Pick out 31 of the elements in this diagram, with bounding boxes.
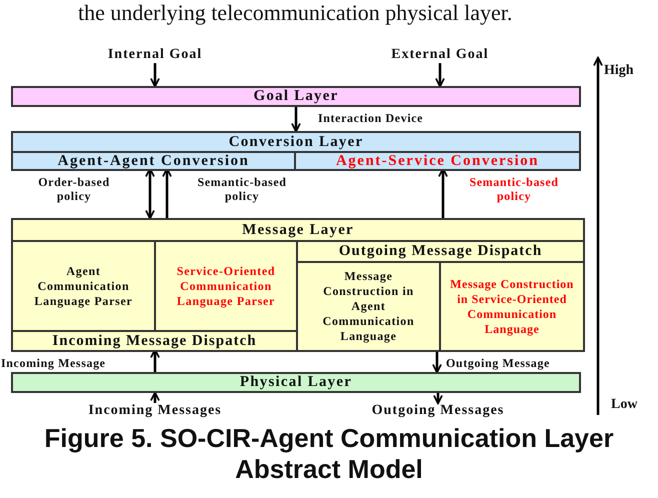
module-box: Message Construction in Service-Oriented Communication Language	[441, 261, 583, 350]
arrow	[291, 107, 301, 132]
layer-title: Conversion Layer	[228, 133, 364, 151]
edge-label: Outgoing Message	[446, 356, 550, 370]
arrow	[150, 63, 160, 88]
module-box: Service-Oriented Communication Language Parser	[156, 240, 298, 330]
conversion-box: Agent-Service Conversion	[296, 151, 579, 169]
edge-label: Incoming Message	[1, 356, 106, 370]
edge-label: Interaction Device	[318, 111, 424, 126]
conversion-box: Agent-Agent Conversion	[13, 151, 296, 169]
goal-label: Internal Goal	[108, 47, 202, 64]
message-label: Incoming Messages	[88, 403, 222, 420]
dispatch-box: Incoming Message Dispatch	[13, 330, 298, 350]
axis-label: Low	[611, 397, 638, 414]
module-box: Agent Communication Language Parser	[13, 240, 156, 330]
layer-box	[11, 218, 585, 352]
layer-box	[11, 131, 581, 171]
layer-box: Physical Layer	[11, 372, 581, 393]
axis-label: High	[604, 63, 634, 80]
arrow	[435, 63, 445, 88]
arrow	[433, 393, 443, 404]
arrow	[150, 392, 160, 403]
layer-title: Message Layer	[242, 221, 354, 240]
goal-label: External Goal	[391, 47, 489, 64]
arrow	[432, 352, 442, 374]
body-text: the underlying telecommunication physical layer.	[78, 0, 512, 26]
message-label: Outgoing Messages	[372, 403, 504, 420]
layer-box: Goal Layer	[11, 86, 581, 107]
dispatch-box: Outgoing Message Dispatch	[298, 240, 583, 261]
figure-caption: Figure 5. SO-CIR-Agent Communication Layer Abstract Model	[43, 423, 615, 485]
module-box: Message Construction in Agent Communication Language	[298, 261, 441, 350]
